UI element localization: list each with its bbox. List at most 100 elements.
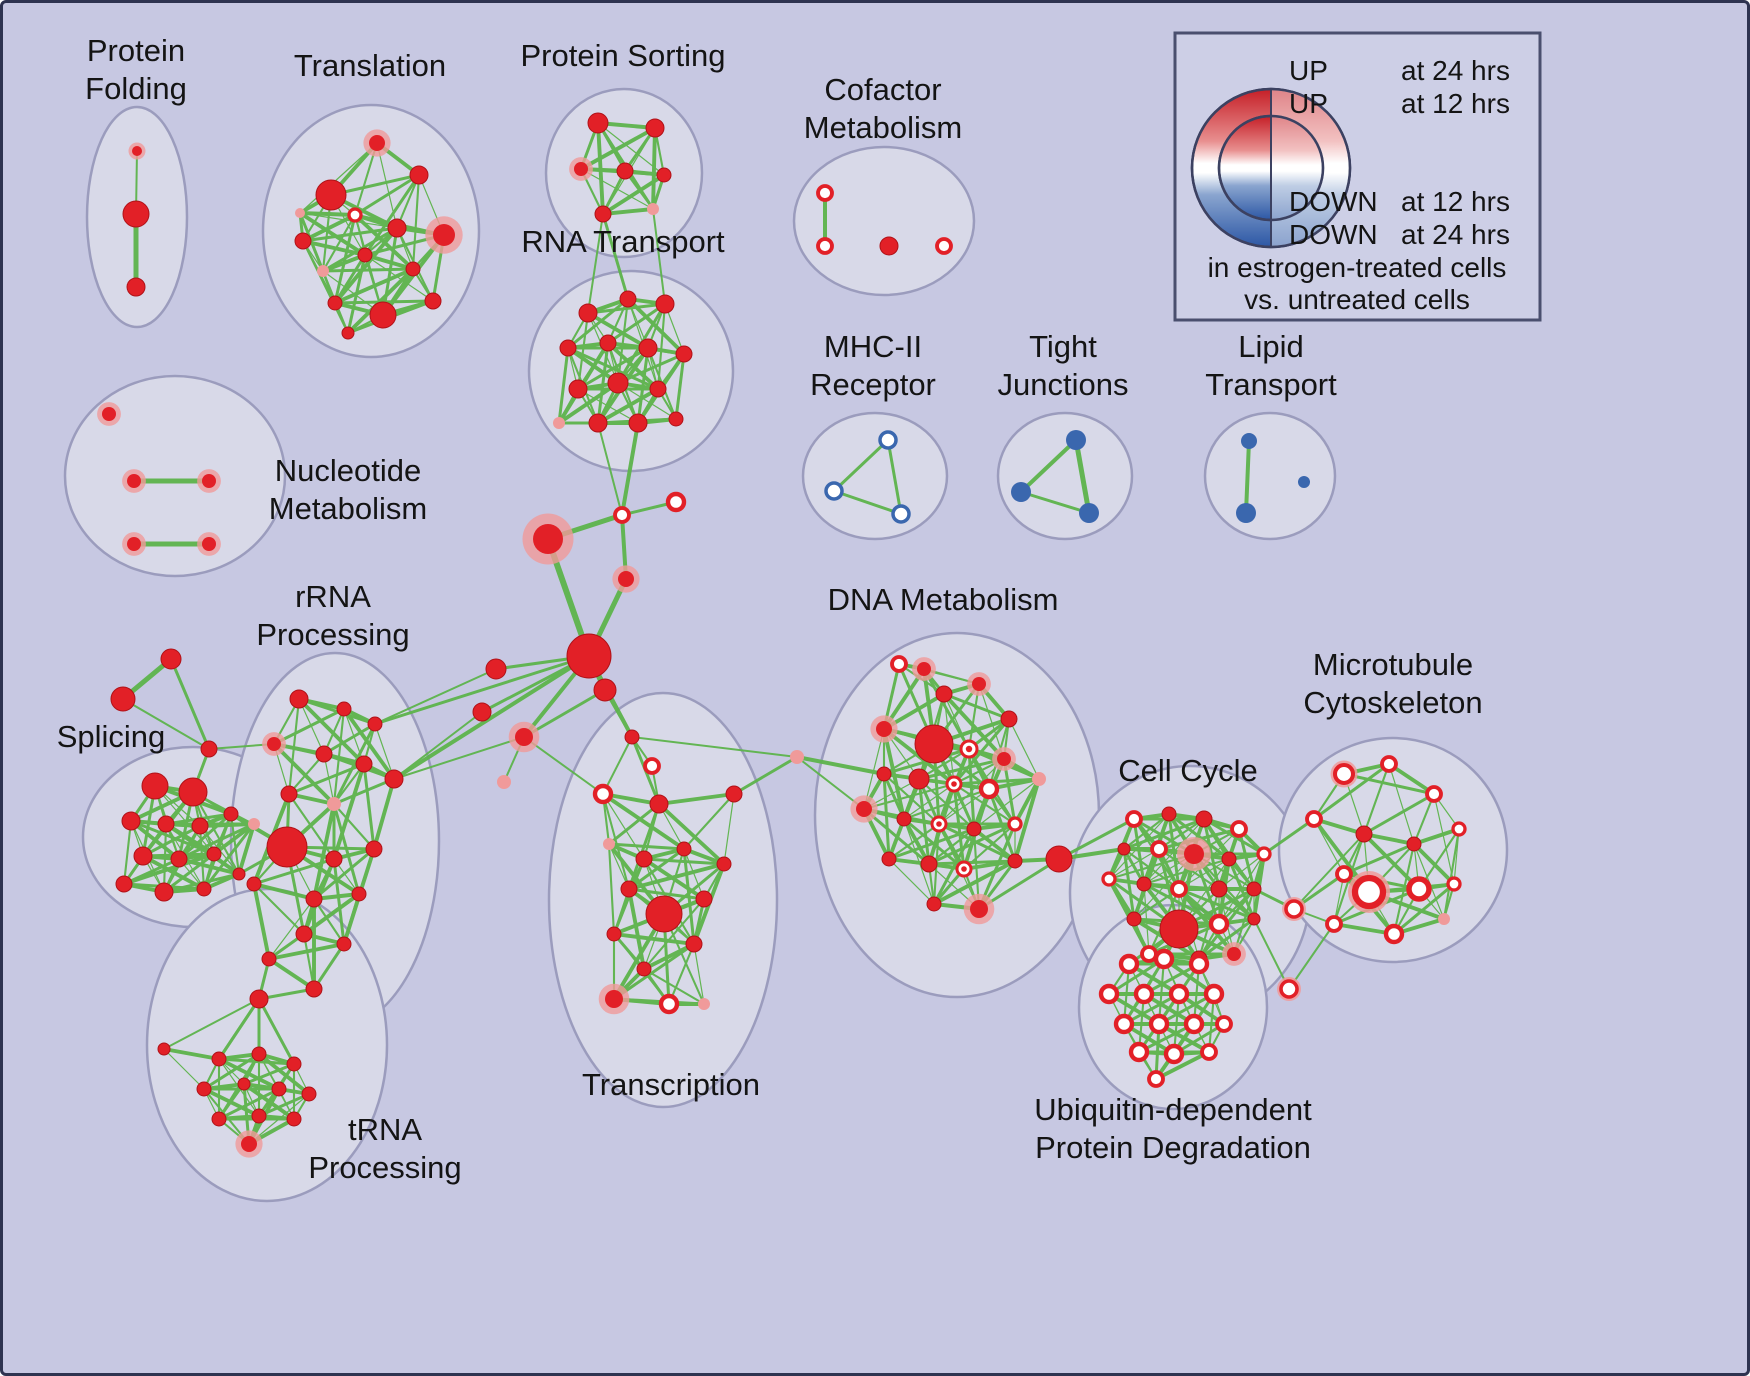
network-node-b — [1079, 503, 1099, 523]
network-edge — [312, 897, 346, 946]
network-node-r — [665, 491, 687, 513]
network-node-r — [1230, 820, 1248, 838]
network-node-h — [612, 565, 640, 593]
network-node-h — [122, 469, 146, 493]
network-edge — [607, 842, 616, 936]
network-edge — [1019, 490, 1091, 515]
network-node-f — [607, 372, 629, 394]
network-node-r — [1101, 871, 1117, 887]
network-node-f — [251, 1108, 267, 1124]
network-node-f — [286, 1056, 302, 1072]
cluster-label-protein-folding: Protein — [87, 33, 185, 68]
network-edge — [1362, 832, 1421, 891]
network-edge — [333, 267, 415, 305]
network-edge — [177, 812, 233, 861]
network-node-r — [1203, 983, 1225, 1005]
network-node-f — [266, 826, 308, 868]
network-node-p — [497, 775, 511, 789]
network-node-f — [568, 379, 588, 399]
network-node-p — [1438, 913, 1450, 925]
network-node-f — [289, 689, 309, 709]
network-node-b — [1011, 482, 1031, 502]
network-edge — [1412, 792, 1436, 846]
network-edge — [674, 352, 686, 421]
network-node-r — [1118, 953, 1140, 975]
network-edge — [612, 942, 696, 1001]
network-node-f — [170, 850, 188, 868]
network-node-r — [1256, 846, 1272, 862]
network-node-f — [655, 294, 675, 314]
legend-row-time: at 12 hrs — [1401, 88, 1510, 119]
network-node-r — [1098, 983, 1120, 1005]
network-node-h — [508, 721, 540, 753]
network-node-r — [978, 778, 1000, 800]
network-node-f — [879, 236, 899, 256]
network-node-f — [305, 980, 323, 998]
network-node-f — [1210, 880, 1228, 898]
network-edge — [122, 819, 133, 886]
cluster-label-trna-processing: Processing — [308, 1150, 461, 1185]
network-edge — [1132, 887, 1181, 921]
network-node-f — [409, 165, 429, 185]
network-node-f — [387, 218, 407, 238]
cluster-label-mhc-ii-receptor: MHC-II — [824, 329, 922, 364]
network-edge — [1218, 853, 1265, 890]
network-node-h — [128, 142, 146, 160]
network-node-f — [588, 413, 608, 433]
network-edge — [321, 213, 357, 273]
network-node-t — [945, 775, 963, 793]
cluster-label-lipid-transport: Lipid — [1238, 329, 1304, 364]
network-node-t — [959, 739, 979, 759]
cluster-label-tight-junctions: Junctions — [998, 367, 1129, 402]
network-node-f — [716, 856, 732, 872]
network-node-f — [295, 925, 313, 943]
cluster-label-rna-transport: RNA Transport — [521, 224, 725, 259]
cluster-label-cofactor-metabolism: Cofactor — [824, 72, 941, 107]
network-edge — [302, 892, 361, 936]
network-node-r — [1150, 840, 1168, 858]
network-edge — [657, 802, 726, 866]
network-edge — [298, 211, 337, 305]
cluster-label-ubiquitin-degradation: Protein Degradation — [1035, 1130, 1311, 1165]
network-edge — [287, 762, 366, 796]
network-edge — [967, 747, 976, 831]
network-edge — [312, 847, 376, 901]
network-edge — [902, 787, 991, 821]
network-node-f — [246, 876, 262, 892]
network-node-f — [327, 295, 343, 311]
network-edge — [1142, 962, 1201, 996]
network-edge — [602, 793, 645, 860]
network-node-r — [1325, 915, 1343, 933]
network-node-f — [357, 247, 373, 263]
network-edge — [566, 297, 630, 350]
network-edge — [1122, 817, 1206, 851]
cluster-label-protein-sorting: Protein Sorting — [520, 38, 725, 73]
network-edge — [1253, 918, 1290, 990]
network-node-hr — [1348, 871, 1390, 913]
network-edge — [332, 777, 396, 806]
network-node-f — [675, 345, 693, 363]
network-node-f — [157, 815, 175, 833]
network-node-f — [606, 926, 622, 942]
network-node-f — [656, 167, 672, 183]
network-node-p — [790, 750, 804, 764]
network-edge — [257, 997, 296, 1066]
network-edge — [1177, 887, 1256, 921]
network-edge — [301, 213, 357, 243]
network-edge — [942, 692, 1006, 761]
network-edge — [333, 226, 399, 305]
network-node-p — [647, 203, 659, 215]
cluster-label-ubiquitin-degradation: Ubiquitin-dependent — [1034, 1092, 1312, 1127]
network-edge — [601, 792, 686, 851]
network-edge — [1019, 438, 1078, 494]
network-node-f — [211, 1051, 227, 1067]
network-edge — [932, 859, 1017, 906]
network-edge — [1342, 772, 1436, 796]
network-node-f — [1246, 881, 1262, 897]
network-node-f — [645, 895, 683, 933]
network-node-r — [1128, 1041, 1150, 1063]
network-edge — [1288, 923, 1335, 990]
network-edge — [332, 802, 376, 851]
network-node-f — [472, 702, 492, 722]
network-edge — [887, 827, 976, 861]
